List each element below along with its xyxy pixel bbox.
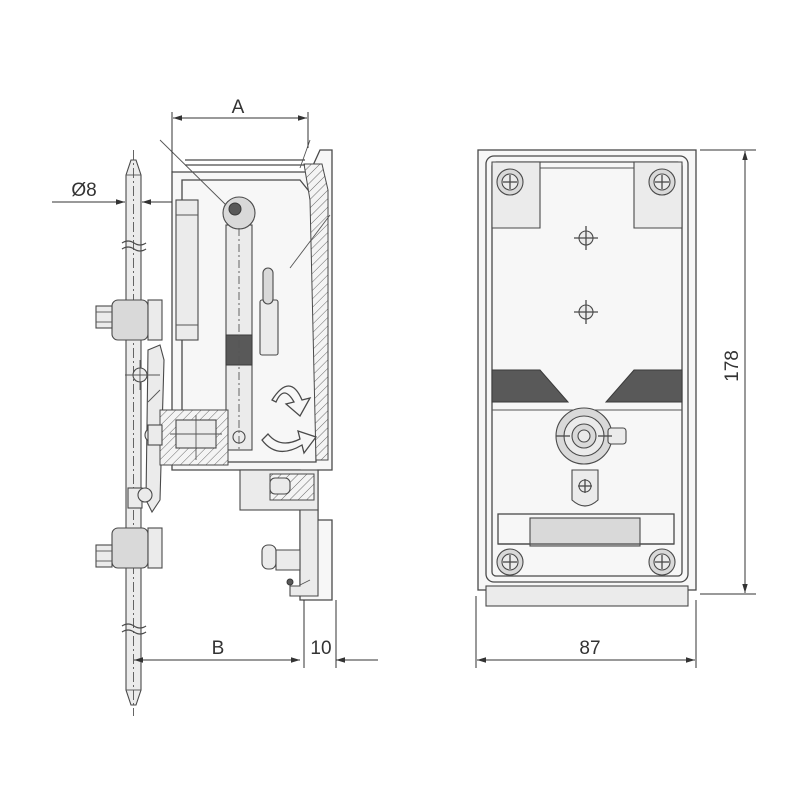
side-view: [95, 139, 333, 716]
side-dimensions: A Ø8 B 10: [52, 97, 378, 668]
dimension-height-label: 178: [722, 350, 743, 382]
left-dark-wing: [491, 369, 570, 403]
slot-bar: [529, 517, 641, 547]
corner-screw-icon: [648, 168, 676, 196]
lever-arm: [222, 196, 256, 451]
dimension-width-label: 87: [579, 638, 600, 659]
small-screw-icon: [574, 300, 598, 324]
front-view: [477, 149, 697, 607]
rod-clamp-lower: [95, 487, 163, 569]
dimension-ten-label: 10: [310, 638, 331, 659]
slot-pin: [259, 267, 279, 356]
small-screw-icon: [574, 226, 598, 250]
rod-clamp-upper: [95, 299, 163, 341]
front-dimensions: 87 178: [475, 149, 756, 668]
bottom-section: [147, 409, 229, 466]
corner-screw-icon: [496, 168, 524, 196]
dimension-diameter-label: Ø8: [71, 180, 96, 201]
right-dark-wing: [604, 369, 683, 403]
corner-screw-icon: [496, 548, 524, 576]
rotation-arrow-icon: [261, 385, 318, 455]
lower-tab: [571, 469, 599, 507]
corner-screw-icon: [648, 548, 676, 576]
dimension-b-label: B: [212, 638, 225, 659]
locking-rod: [121, 150, 147, 716]
spindle-screw-icon: [555, 407, 627, 465]
bottom-bracket: [239, 469, 319, 597]
dimension-a-label: A: [232, 97, 245, 118]
